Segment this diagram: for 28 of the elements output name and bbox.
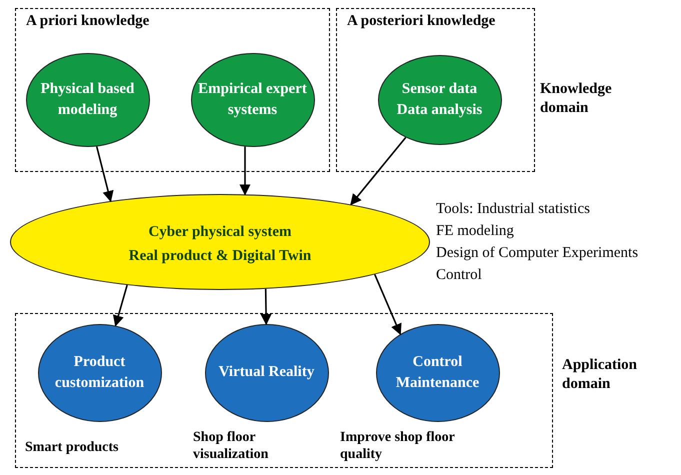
dashed-group-box bbox=[15, 8, 330, 172]
group-heading: A posteriori knowledge bbox=[347, 13, 496, 30]
text-label: FE modeling bbox=[436, 222, 514, 241]
node-caption: Smart products bbox=[25, 440, 120, 457]
node-label: Physical based modeling bbox=[40, 80, 136, 120]
node-label: Control Maintenance bbox=[394, 353, 480, 392]
arrow bbox=[96, 146, 114, 202]
text-label: Knowledge domain bbox=[540, 80, 613, 118]
arrow bbox=[112, 284, 128, 327]
text-label: Control bbox=[436, 266, 482, 285]
node-label: Product customization bbox=[54, 353, 146, 392]
arrow bbox=[350, 136, 406, 206]
node-caption: Improve shop floor quality bbox=[340, 430, 456, 464]
dashed-group-box bbox=[336, 8, 535, 172]
node-label: Cyber physical system bbox=[148, 222, 292, 242]
arrow bbox=[374, 274, 402, 336]
node-label: Empirical expert systems bbox=[197, 80, 308, 120]
text-label: Tools: Industrial statistics bbox=[436, 200, 590, 219]
text-label: Application domain bbox=[562, 356, 638, 394]
node-label: Real product & Digital Twin bbox=[128, 247, 312, 266]
arrow bbox=[260, 288, 272, 326]
node-label: Virtual Reality bbox=[218, 363, 314, 382]
text-label: Design of Computer Experiments bbox=[436, 244, 638, 263]
arrow bbox=[239, 146, 251, 196]
node-caption: Shop floor visualization bbox=[193, 430, 270, 464]
group-heading: A priori knowledge bbox=[26, 13, 150, 30]
node-label: Sensor data Data analysis bbox=[396, 80, 484, 120]
dashed-group-box bbox=[15, 313, 553, 468]
